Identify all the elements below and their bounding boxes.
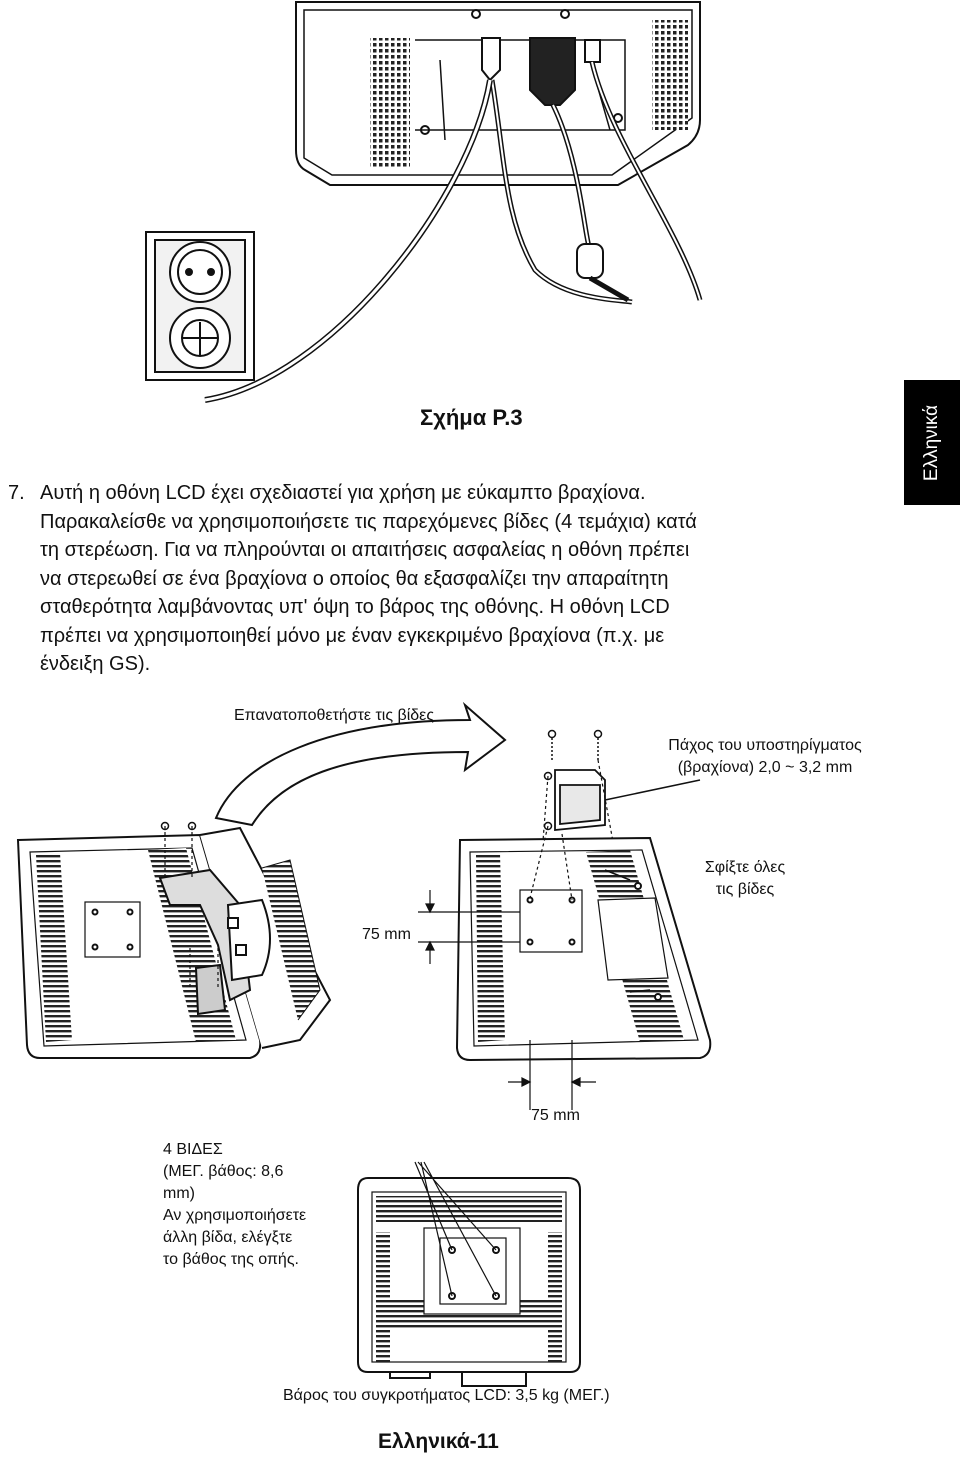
step-line: πρέπει να χρησιμοποιηθεί μόνο με έναν εγ… xyxy=(40,624,665,647)
curved-arrow xyxy=(214,701,507,827)
screws-line: το βάθος της οπής. xyxy=(163,1251,299,1268)
reattach-screws-label: Επανατοποθετήστε τις βίδες xyxy=(234,707,435,724)
arm-thickness-label: Πάχος του υποστηρίγματος (βραχίονα) 2,0 … xyxy=(640,735,890,779)
vertical-dimension-label: 75 mm xyxy=(362,926,411,943)
monitor-rear-connectors-drawing xyxy=(204,1,703,403)
screws-line: 4 ΒΙΔΕΣ xyxy=(163,1141,223,1158)
step-line: να στερεωθεί σε ένα βραχίονα ο οποίος θα… xyxy=(40,567,669,590)
arm-thickness-line: (βραχίονα) 2,0 ~ 3,2 mm xyxy=(677,759,853,776)
monitor-back-vesa-drawing xyxy=(357,1161,581,1387)
dimension-lines xyxy=(418,890,596,1110)
step-7-text: Αυτή η οθόνη LCD έχει σχεδιαστεί για χρή… xyxy=(40,479,900,679)
screws-spec-label: 4 ΒΙΔΕΣ (ΜΕΓ. βάθος: 8,6 mm) Αν χρησιμοπ… xyxy=(163,1139,353,1271)
figure-caption: Σχήμα Ρ.3 xyxy=(420,405,523,430)
tighten-line: τις βίδες xyxy=(715,881,775,898)
wall-socket-drawing xyxy=(145,231,255,381)
arm-thickness-line: Πάχος του υποστηρίγματος xyxy=(668,737,862,754)
step-number: 7. xyxy=(8,482,25,504)
step-line: Παρακαλείσθε να χρησιμοποιήσετε τις παρε… xyxy=(40,510,697,533)
step-line: σταθερότητα λαμβάνοντας υπ' όψη το βάρος… xyxy=(40,596,670,618)
step-line: τη στερέωση. Για να πληρούνται οι απαιτή… xyxy=(40,539,690,561)
step-line: ένδειξη GS). xyxy=(40,653,151,675)
screws-line: mm) xyxy=(163,1185,195,1202)
screws-line: άλλη βίδα, ελέγξτε xyxy=(163,1229,293,1246)
horizontal-dimension-label: 75 mm xyxy=(531,1107,580,1124)
arm-bracket-drawing xyxy=(539,759,701,881)
side-tab-label: Ελληνικά xyxy=(921,404,942,481)
page-footer: Ελληνικά-11 xyxy=(378,1430,499,1453)
step-line: Αυτή η οθόνη LCD έχει σχεδιαστεί για χρή… xyxy=(40,482,646,504)
language-side-tab: Ελληνικά xyxy=(904,380,960,505)
monitor-rear-bracket-drawing xyxy=(455,825,712,1062)
monitor-with-stand-drawing xyxy=(16,826,332,1059)
tighten-line: Σφίξτε όλες xyxy=(704,859,786,876)
tighten-screws-label: Σφίξτε όλες τις βίδες xyxy=(680,857,810,901)
weight-label: Βάρος του συγκροτήματος LCD: 3,5 kg (ΜΕΓ… xyxy=(283,1387,610,1404)
screws-line: (ΜΕΓ. βάθος: 8,6 xyxy=(163,1163,284,1180)
screws-line: Αν χρησιμοποιήσετε xyxy=(163,1207,307,1224)
